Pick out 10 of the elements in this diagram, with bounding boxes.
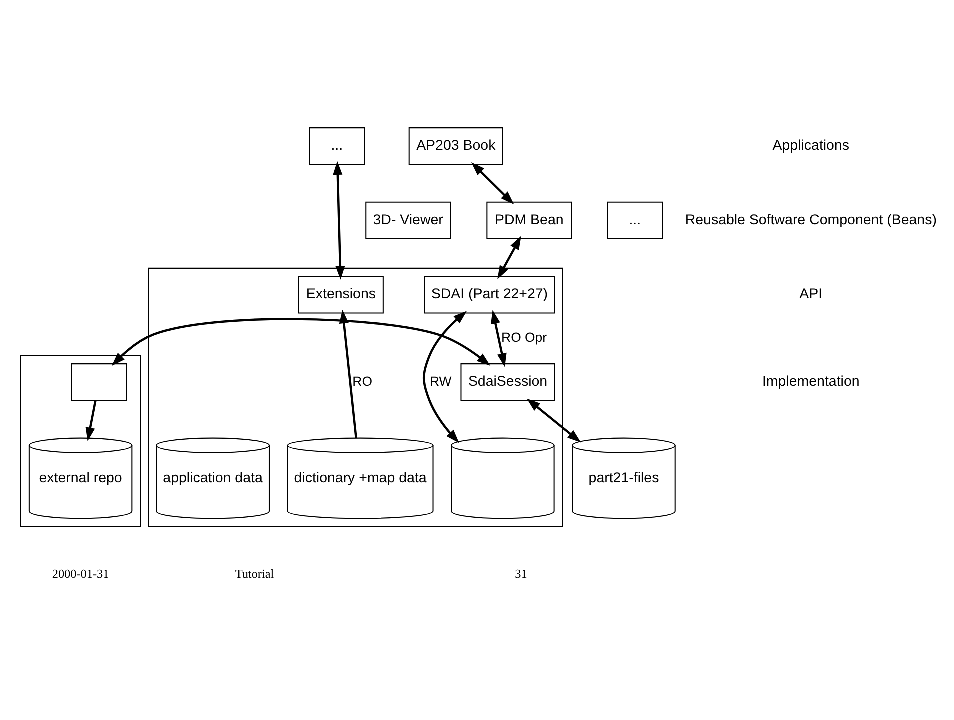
label: Tutorial (235, 566, 274, 580)
edge-label: RW (430, 373, 452, 388)
label: 31 (515, 566, 528, 580)
edge-label: RO Opr (502, 330, 548, 345)
edge-label: RO (352, 373, 372, 388)
label: 2000-01-31 (52, 566, 110, 580)
label: Applications (772, 138, 850, 154)
label: API (800, 286, 823, 302)
label: Implementation (762, 374, 860, 390)
label: Reusable Software Component (Beans) (685, 212, 937, 228)
